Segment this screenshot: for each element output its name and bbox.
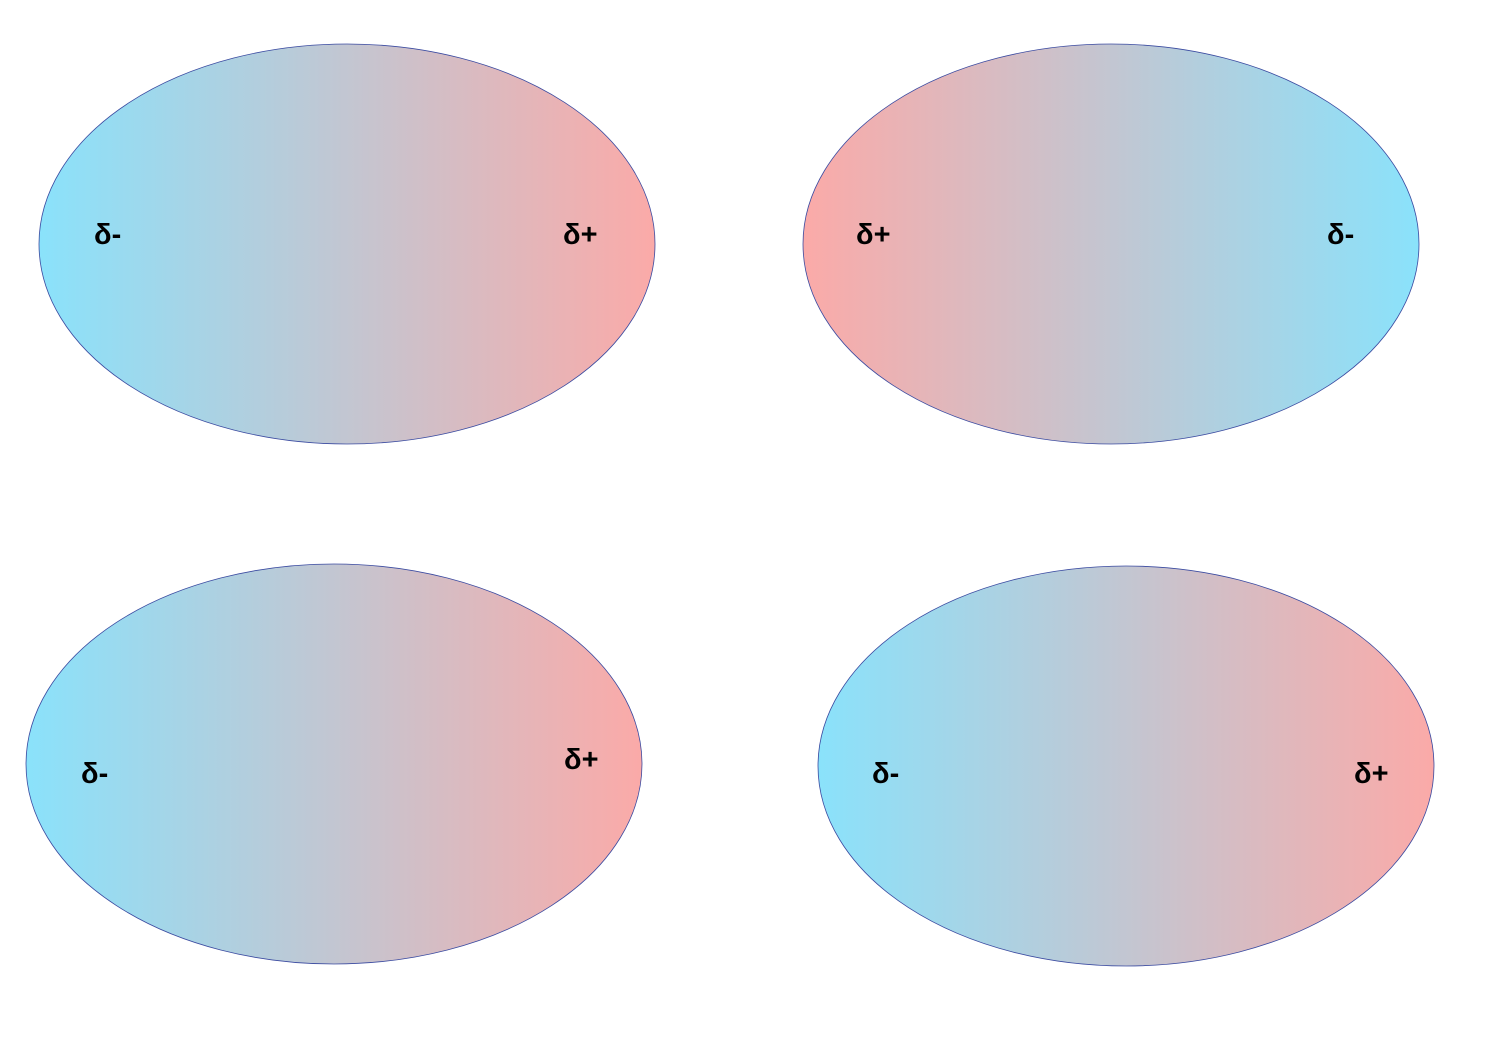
charge-label-left: δ+ xyxy=(856,219,891,251)
charge-label-right: δ+ xyxy=(563,219,598,251)
dipole-ellipse xyxy=(38,43,656,445)
charge-label-right: δ+ xyxy=(1354,758,1389,790)
dipole-top-right: δ+ δ- xyxy=(802,43,1420,445)
dipole-bottom-left: δ- δ+ xyxy=(25,563,643,965)
dipole-ellipse xyxy=(25,563,643,965)
charge-label-left: δ- xyxy=(81,758,108,790)
charge-label-right: δ- xyxy=(1327,219,1354,251)
charge-label-left: δ- xyxy=(872,758,899,790)
charge-label-left: δ- xyxy=(94,219,121,251)
charge-label-right: δ+ xyxy=(564,744,599,776)
dipole-ellipse xyxy=(817,565,1435,967)
dipole-top-left: δ- δ+ xyxy=(38,43,656,445)
dipole-ellipse xyxy=(802,43,1420,445)
dipole-bottom-right: δ- δ+ xyxy=(817,565,1435,967)
